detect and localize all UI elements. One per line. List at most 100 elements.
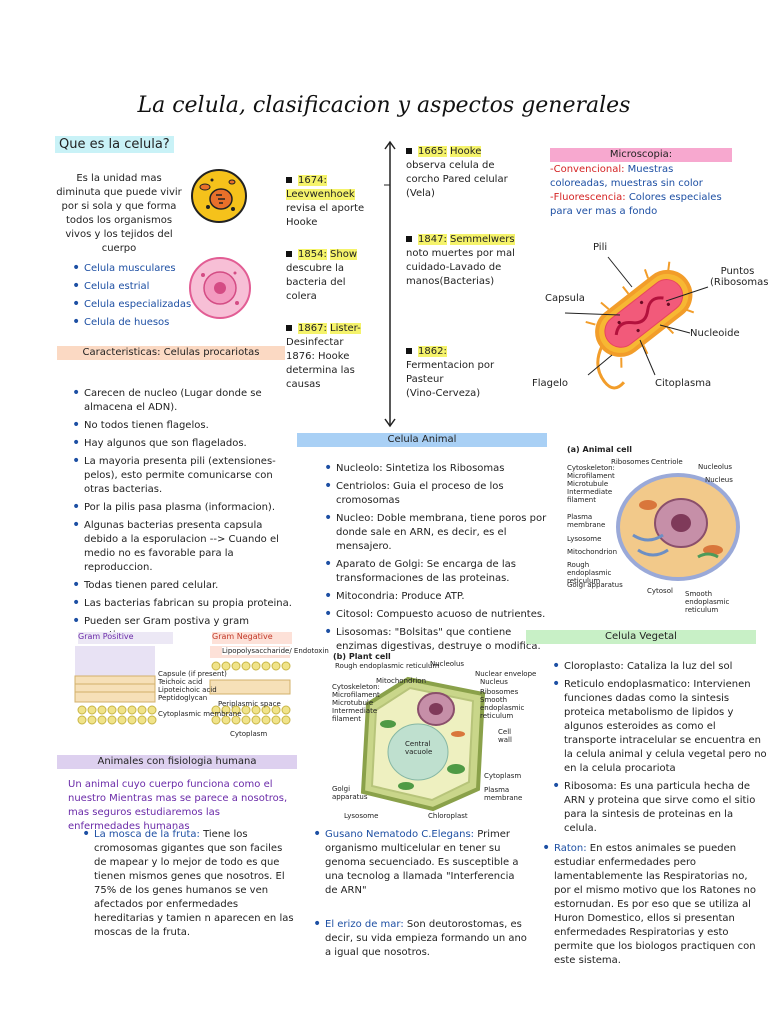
celula-animal-list: Nucleolo: Sintetiza los Ribosomas Centri…	[322, 462, 556, 658]
gram-label: Lipopolysaccharide/ Endotoxin	[222, 647, 329, 655]
animal-cell-figure: (a) Animal cell Ribosomes Centriole Nucl…	[565, 445, 765, 614]
list-item: Celula musculares	[72, 262, 214, 276]
section-heading-que-es: Que es la celula?	[55, 136, 174, 153]
timeline-entry-1867: 1867: Lister- Desinfectar 1876: Hooke de…	[286, 323, 361, 390]
timeline-entry-1862: 1862: Fermentacion por Pasteur (Vino-Cer…	[406, 346, 495, 399]
bullet-icon	[406, 348, 412, 354]
plant-cell-label: Microtubule	[332, 699, 374, 707]
que-es-text: Es la unidad mas diminuta que puede vivi…	[56, 173, 182, 254]
plant-cell-label: Cell wall	[498, 728, 512, 744]
gram-label: Capsule (if present)	[158, 670, 227, 678]
plant-cell-label: Chloroplast	[428, 812, 468, 820]
animal-cell-label: Plasma membrane	[567, 513, 606, 529]
list-item: Algunas bacterias presenta capsula debid…	[72, 519, 294, 575]
list-item: La mosca de la fruta: Tiene los cromosom…	[82, 828, 294, 940]
list-item: Nucleo: Doble membrana, tiene poros por …	[324, 512, 556, 554]
plant-cell-label: Mitochondrion	[376, 677, 427, 685]
timeline-entry-1674: 1674: Leevwenhoek revisa el aporte Hooke	[286, 175, 365, 228]
section-heading-procariotas: Caracteristicas: Celulas procariotas	[57, 346, 285, 360]
animal-cell-label: Smooth endoplasmic reticulum	[685, 590, 730, 614]
plant-cell-label: Golgi apparatus	[332, 785, 368, 801]
plant-cell-label: Nucleus	[480, 678, 508, 686]
list-item: Centriolos: Guia el proceso de los cromo…	[324, 480, 556, 508]
pink-cell-illustration	[189, 257, 251, 319]
section-heading-celula-vegetal: Celula Vegetal	[526, 630, 756, 644]
list-item: Todas tienen pared celular.	[72, 579, 294, 593]
plant-cell-label: Rough endoplasmic reticulum	[335, 662, 440, 670]
list-item: La mayoria presenta pili (extensiones-pe…	[72, 455, 294, 497]
list-item: Las bacterias fabrican su propia protein…	[72, 597, 294, 611]
section-heading-microscopia: Microscopia:	[550, 148, 732, 162]
bullet-icon	[286, 177, 292, 183]
animal-cell-label: Centriole	[651, 458, 683, 466]
list-item: Lisosomas: "Bolsitas" que contiene enzim…	[324, 626, 556, 654]
timeline-entry-1854: 1854: Show descubre la bacteria del cole…	[286, 249, 357, 302]
bullet-icon	[286, 251, 292, 257]
animal-cell-label: Cytoskeleton:	[567, 464, 615, 472]
mosca-list: La mosca de la fruta: Tiene los cromosom…	[80, 828, 294, 944]
plant-cell-label: Microfilament	[332, 691, 380, 699]
gram-positive-title: Gram Positive	[78, 632, 173, 644]
plant-cell-label: Cytoplasm	[484, 772, 522, 780]
list-item: Gusano Nematodo C.Elegans: Primer organi…	[313, 828, 530, 898]
timeline-entry-1665: 1665: Hooke observa celula de corcho Par…	[406, 146, 508, 199]
animal-cell-label: Nucleolus	[698, 463, 733, 471]
plant-cell-label: Smooth endoplasmic reticulum	[480, 696, 525, 720]
plant-cell-label: Lysosome	[344, 812, 379, 820]
plant-cell-label: Ribosomes	[480, 688, 519, 696]
gram-figure: Gram Positive Gram Negative Capsule (if …	[70, 630, 329, 738]
animal-cell-label: Lysosome	[567, 535, 602, 543]
list-item: Carecen de nucleo (Lugar donde se almace…	[72, 387, 294, 415]
animal-cell-caption: (a) Animal cell	[567, 445, 633, 454]
list-item: Ribosoma: Es una particula hecha de ARN …	[552, 780, 768, 836]
section-heading-celula-animal: Celula Animal	[297, 433, 547, 447]
label-flagelo: Flagelo	[532, 378, 569, 389]
section-heading-animales: Animales con fisiologia humana	[57, 755, 297, 769]
plant-cell-figure: (b) Plant cell Rough endoplasmic reticul…	[330, 652, 536, 820]
yellow-cell-illustration	[191, 169, 247, 223]
procariotas-list: Carecen de nucleo (Lugar donde se almace…	[70, 387, 294, 647]
raton-list: Raton: En estos animales se pueden estud…	[540, 842, 764, 972]
list-item: Raton: En estos animales se pueden estud…	[542, 842, 764, 968]
animal-cell-label: Microfilament	[567, 472, 615, 480]
label-capsula: Capsula	[545, 293, 585, 304]
list-item: Celula estrial	[72, 280, 214, 294]
plant-cell-caption: (b) Plant cell	[333, 652, 391, 661]
bullet-icon	[286, 325, 292, 331]
list-item: Citosol: Compuesto acuoso de nutrientes.	[324, 608, 556, 622]
plant-cell-label: Plasma membrane	[484, 786, 523, 802]
animal-cell-label: Nucleus	[705, 476, 733, 484]
animal-cell-label: Ribosomes	[611, 458, 650, 466]
gusano-list: Gusano Nematodo C.Elegans: Primer organi…	[311, 828, 530, 902]
bullet-icon	[406, 148, 412, 154]
animal-cell-label: Golgi apparatus	[567, 581, 623, 589]
gram-label: Cytoplasmic membrane	[158, 710, 242, 718]
label-nucleoide: Nucleoide	[690, 328, 740, 339]
animal-cell-illustration	[616, 473, 740, 581]
gram-label: Peptidoglycan	[158, 694, 208, 702]
erizo-list: El erizo de mar: Son deutorostomas, es d…	[311, 918, 530, 964]
list-item: Aparato de Golgi: Se encarga de las tran…	[324, 558, 556, 586]
animal-cell-label: Intermediate filament	[567, 488, 613, 504]
label-puntos: Puntos (Ribosomas)	[710, 266, 768, 288]
label-citoplasma: Citoplasma	[655, 378, 712, 389]
animales-intro: Un animal cuyo cuerpo funciona como el n…	[68, 779, 288, 832]
list-item: Por la pilis pasa plasma (informacion).	[72, 501, 294, 515]
animal-cell-label: Microtubule	[567, 480, 609, 488]
list-item: Celula de huesos	[72, 316, 214, 330]
plant-cell-label: Central vacuole	[405, 740, 433, 756]
list-item: Reticulo endoplasmatico: Intervienen fun…	[552, 678, 768, 776]
gram-wall-illustration	[74, 646, 291, 725]
list-item: Celula especializadas	[72, 298, 214, 312]
gram-negative-title: Gram Negative	[212, 632, 292, 644]
animal-cell-label: Cytosol	[647, 587, 673, 595]
animal-cell-label: Rough endoplasmic reticulum	[567, 561, 612, 585]
list-item: Hay algunos que son flagelados.	[72, 437, 294, 451]
cell-types-list: Celula musculares Celula estrial Celula …	[70, 262, 214, 334]
microscopia-text: -Convencional: Muestras coloreadas, mues…	[550, 164, 722, 217]
list-item: Mitocondria: Produce ATP.	[324, 590, 556, 604]
list-item: Nucleolo: Sintetiza los Ribosomas	[324, 462, 556, 476]
celula-vegetal-list: Cloroplasto: Cataliza la luz del sol Ret…	[550, 660, 768, 840]
gram-label: Teichoic acid	[158, 678, 203, 686]
plant-cell-label: Nucleolus	[430, 660, 465, 668]
